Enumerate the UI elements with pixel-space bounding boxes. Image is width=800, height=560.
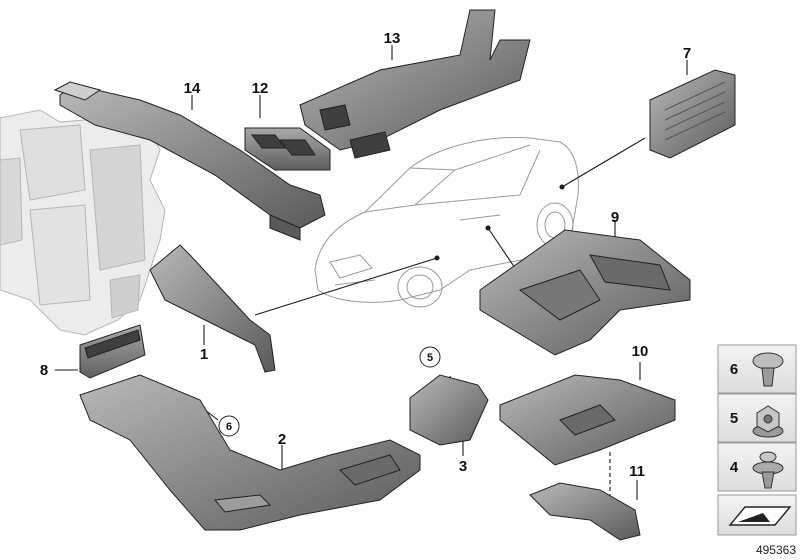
part-7-vent [649,69,736,159]
part-12-vent [244,127,331,171]
callout-10: 10 [632,343,649,360]
part-14-duct [53,81,326,241]
callout-1: 1 [200,346,208,363]
part-8-vent [79,324,146,379]
callout-labels: 1 2 3 7 8 9 10 11 12 13 14 [40,30,691,480]
part-1-duct [149,244,276,373]
callout-2: 2 [278,431,286,448]
hex-nut-icon [752,405,784,438]
callout-13: 13 [384,30,401,47]
legend-cell-6 [717,344,797,394]
part-11-trim [529,482,641,541]
callout-9: 9 [611,209,619,226]
callout-8: 8 [40,362,48,379]
callout-11: 11 [629,463,645,480]
callout-7: 7 [683,45,691,62]
callout-3: 3 [459,458,467,475]
hvac-housing [0,109,166,336]
push-rivet-icon [752,352,784,387]
legend-number-6: 6 [730,361,738,378]
vehicle-outline [314,137,579,308]
legend-number-5: 5 [730,410,738,427]
circled-references: 5 6 [218,346,441,437]
leader-lines [55,45,688,500]
circled-ref-6-ring [218,415,240,437]
part-2-duct [79,374,421,531]
orientation-arrow-icon [728,506,792,526]
legend-number-4: 4 [730,459,739,476]
circled-ref-5: 5 [427,352,433,364]
part-3-bracket [409,374,489,446]
document-number: 495363 [756,543,796,557]
part-10-cover [499,374,676,466]
callout-14: 14 [184,80,201,97]
callout-12: 12 [252,80,269,97]
part-13-duct [299,9,531,159]
circled-ref-5-ring [419,346,441,368]
part-9-cover [479,229,691,356]
fastener-legend: 6 5 4 [717,344,797,536]
circled-ref-6: 6 [226,421,232,433]
expanding-clip-icon [752,451,784,489]
